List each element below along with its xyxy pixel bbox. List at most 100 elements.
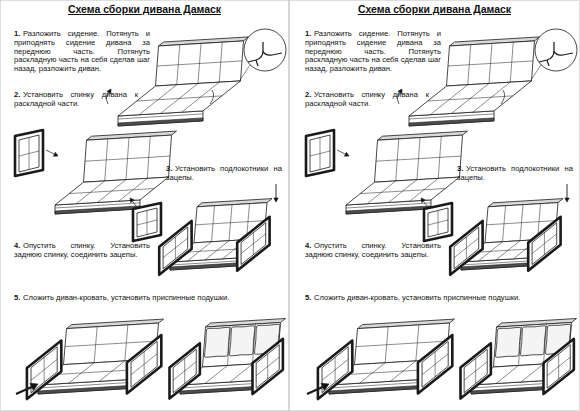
arrow-head [53, 152, 58, 156]
step-instruction: Разложить сидение. Потянуть и приподнять… [14, 30, 150, 74]
step-instruction: Опустить спинку. Установить заднюю спинк… [14, 242, 150, 260]
seam-line [256, 357, 279, 375]
armrest [170, 343, 200, 398]
armrest-quilt [163, 227, 188, 269]
armrest-quilt [310, 135, 330, 172]
base-rail [461, 263, 531, 270]
armrest-quilt [532, 223, 557, 265]
seam-line [496, 366, 519, 384]
armrest [450, 221, 482, 275]
seam-line [131, 354, 157, 375]
seam-line [31, 359, 57, 380]
armrest-panel [306, 130, 334, 176]
seam-line [532, 234, 557, 254]
arrow-head [321, 383, 329, 390]
armrest-quilt [454, 227, 479, 269]
seam-line [448, 61, 533, 66]
arrow-shaft [276, 184, 277, 198]
armrest-quilt [131, 341, 157, 387]
armrest [544, 339, 574, 394]
arrow-shaft [337, 150, 345, 154]
step-instruction: Установить спинку дивана к раскладной ча… [305, 91, 429, 109]
base-rail [118, 118, 203, 126]
arrow-shaft [132, 201, 136, 206]
step-instruction: Сложить диван-кровать, установить приспи… [14, 294, 286, 303]
step-instruction: Установить подлокотники на зацепы. [457, 165, 573, 183]
armrest [159, 221, 191, 275]
base-rail [409, 118, 494, 126]
arrow-shaft [307, 387, 323, 394]
armrest-quilt [256, 345, 279, 388]
seam-line [241, 234, 266, 254]
leader-line [531, 65, 541, 80]
armrest-quilt [241, 223, 266, 265]
leader-line [240, 65, 250, 80]
armrest-panel [424, 203, 452, 241]
seam-line [521, 364, 544, 382]
hinge-detail [539, 42, 573, 66]
seam-line [157, 61, 242, 66]
detail-circle [244, 29, 286, 71]
armrest-quilt [464, 349, 487, 392]
backrest [447, 41, 535, 86]
right-sheet [306, 29, 577, 399]
back-cushion [230, 326, 255, 356]
sheet-divider [289, 0, 290, 411]
seam-line [205, 366, 228, 384]
backrest [156, 41, 244, 86]
armrest [318, 341, 352, 400]
detail-circle [535, 29, 577, 71]
seat-cushion [55, 177, 169, 205]
armrest-quilt [547, 345, 570, 388]
seam-line [137, 220, 157, 225]
arrow-head [30, 383, 38, 390]
armrest-quilt [137, 208, 157, 237]
backrest [84, 135, 172, 182]
seam-line [428, 96, 513, 101]
base-rail [170, 263, 240, 270]
seam-line [85, 156, 170, 161]
step-instruction: Сложить диван-кровать, установить приспи… [305, 294, 577, 303]
arrow-head [421, 198, 425, 203]
step-instruction: Установить подлокотники на зацепы. [166, 165, 282, 183]
seam-line [163, 238, 188, 258]
base-rail [180, 387, 255, 395]
seam-line [230, 364, 253, 382]
arrow-shaft [567, 184, 568, 198]
seam-line [65, 341, 157, 347]
seam-line [19, 151, 39, 156]
arrow-shaft [423, 201, 427, 206]
base-rail [38, 385, 130, 394]
arrow-head [130, 198, 134, 203]
lift-arrow [501, 90, 505, 104]
armrest [27, 341, 61, 400]
back-cushion [205, 327, 230, 357]
seam-line [137, 96, 222, 101]
seam-line [464, 362, 487, 380]
armrest [253, 339, 283, 394]
seam-line [196, 221, 266, 225]
left-sheet [15, 29, 286, 399]
diagram-title: Схема сборки дивана Дамаск [0, 3, 289, 15]
seam-line [547, 357, 570, 375]
armrest-quilt [19, 135, 39, 172]
base-rail [329, 385, 421, 394]
seam-line [310, 151, 330, 156]
base-rail [471, 387, 546, 395]
armrest [461, 343, 491, 398]
armrest-panel [15, 130, 43, 176]
seam-line [376, 156, 461, 161]
arrow-shaft [46, 150, 54, 154]
arrow-shaft [16, 387, 32, 394]
seam-line [360, 189, 445, 194]
hinge-detail [248, 42, 282, 66]
armrest [528, 217, 560, 271]
back-cushion [496, 327, 521, 357]
armrest-panel [133, 203, 161, 241]
seam-line [322, 359, 348, 380]
step-instruction: Разложить сидение. Потянуть и приподнять… [305, 30, 441, 74]
armrest [237, 217, 269, 271]
